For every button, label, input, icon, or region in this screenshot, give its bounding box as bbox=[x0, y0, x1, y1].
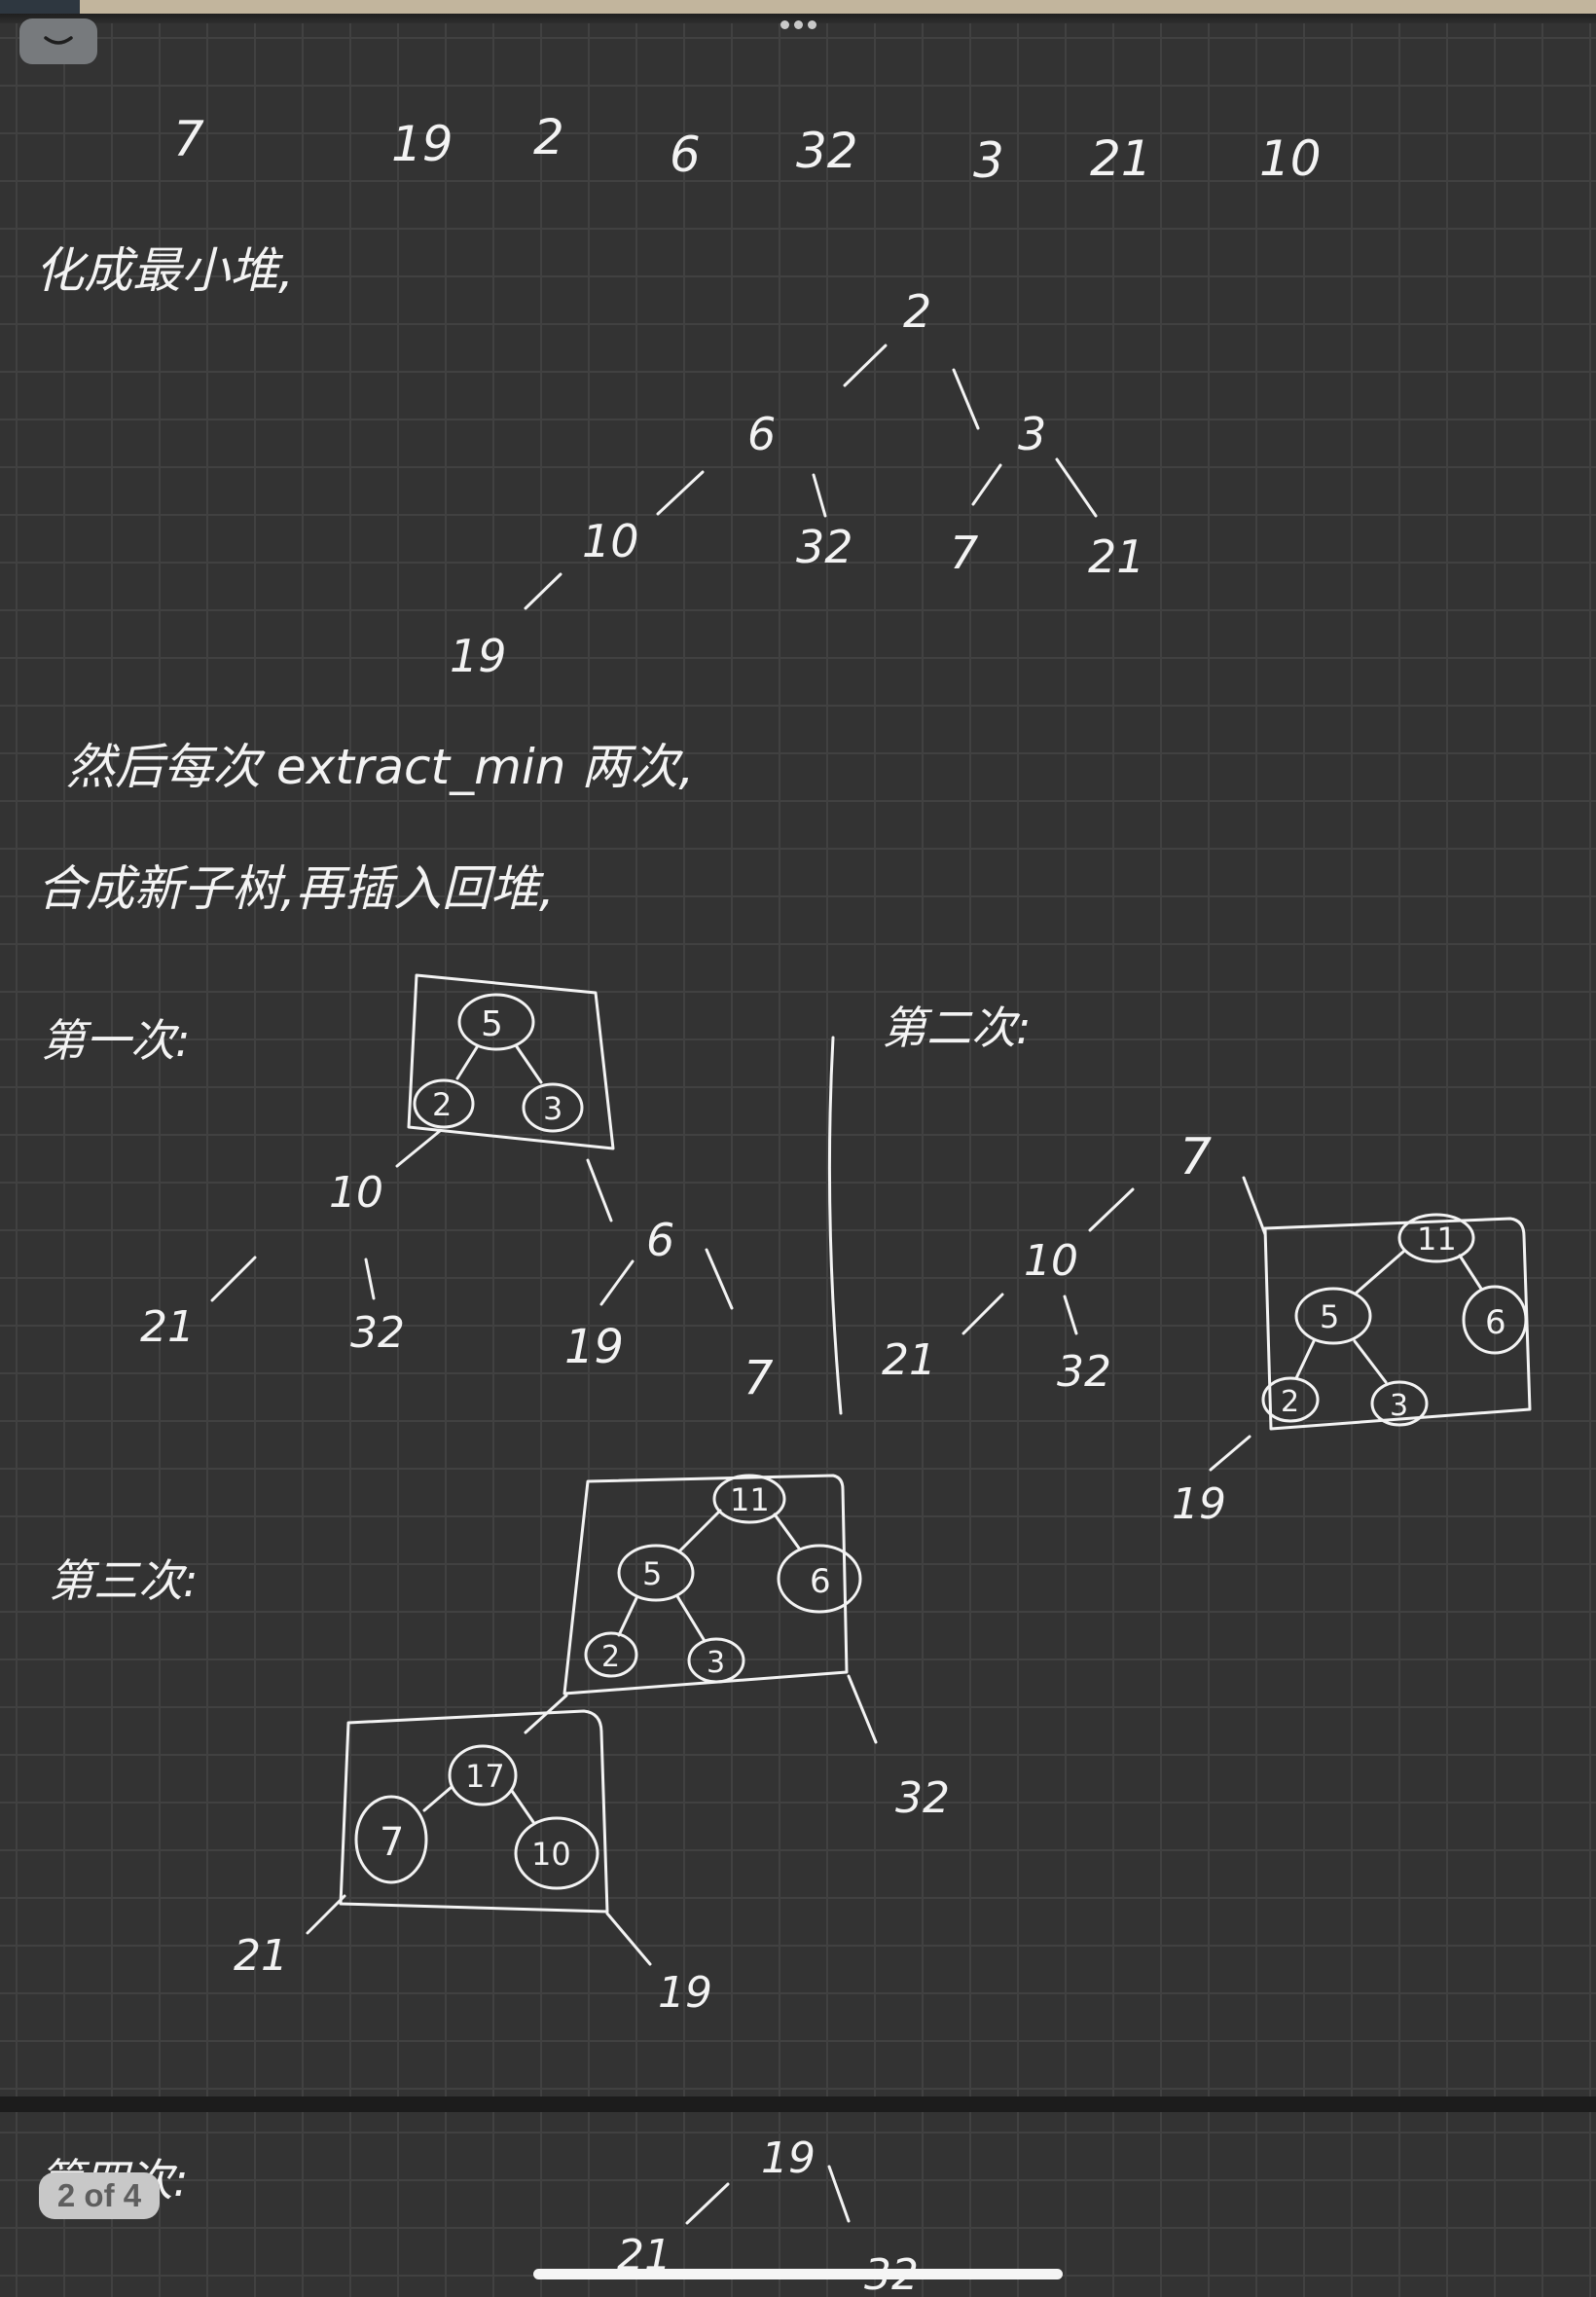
note-page-3 bbox=[0, 2112, 1596, 2297]
more-dots-icon[interactable] bbox=[774, 17, 822, 32]
tree-node: 3 bbox=[1390, 1389, 1408, 1423]
tree-node: 2 bbox=[1281, 1385, 1299, 1419]
tree-node: 10 bbox=[329, 1168, 383, 1218]
heap-node: 2 bbox=[903, 285, 931, 338]
tree-node: 5 bbox=[481, 1004, 503, 1044]
tree-node: 32 bbox=[895, 1773, 950, 1823]
heading-merge: 合成新子树,再插入回堆, bbox=[37, 860, 555, 917]
tree-node: 21 bbox=[140, 1302, 195, 1352]
input-sequence: 7 19 2 6 32 3 21 10 bbox=[173, 109, 1322, 189]
tree-node: 11 bbox=[730, 1481, 770, 1518]
tree-node: 21 bbox=[234, 1931, 288, 1981]
step-2-label: 第二次: bbox=[882, 1002, 1032, 1054]
tree-node: 6 bbox=[810, 1562, 831, 1601]
tree-node: 2 bbox=[432, 1086, 452, 1123]
top-shadow bbox=[0, 14, 1596, 23]
top-strip-left bbox=[0, 0, 80, 14]
step-1: 第一次: 5 2 3 10 6 21 32 19 7 bbox=[41, 973, 774, 1405]
tree-node: 7 bbox=[744, 1351, 774, 1405]
tree-node: 32 bbox=[1057, 1347, 1111, 1397]
seq-item: 3 bbox=[973, 132, 1004, 189]
note-page-2 bbox=[0, 23, 1596, 2096]
step-2: 第二次: 7 10 21 32 11 5 6 2 3 19 bbox=[882, 1002, 1532, 1529]
seq-item: 6 bbox=[670, 127, 701, 183]
home-indicator[interactable] bbox=[533, 2269, 1063, 2279]
step-divider-line bbox=[827, 1036, 843, 1415]
heap-node: 21 bbox=[1088, 530, 1145, 583]
heap-node: 3 bbox=[1018, 408, 1046, 460]
page-divider bbox=[0, 2096, 1596, 2112]
tree-node: 11 bbox=[1417, 1221, 1457, 1258]
seq-item: 32 bbox=[796, 123, 858, 179]
tree-node: 5 bbox=[1320, 1298, 1339, 1335]
seq-item: 10 bbox=[1259, 130, 1322, 187]
step-3: 第三次: 11 5 6 2 3 32 17 7 10 21 19 bbox=[49, 1474, 950, 2018]
tree-node: 17 bbox=[465, 1758, 505, 1795]
tree-node: 21 bbox=[882, 1335, 936, 1385]
step-1-label: 第一次: bbox=[41, 1014, 191, 1067]
tree-node: 3 bbox=[543, 1090, 562, 1127]
tree-node: 10 bbox=[1024, 1236, 1078, 1286]
tree-node: 19 bbox=[658, 1968, 712, 2018]
tree-node: 7 bbox=[1179, 1128, 1212, 1186]
seq-item: 19 bbox=[391, 116, 453, 172]
tree-node: 19 bbox=[761, 2133, 816, 2183]
seq-item: 21 bbox=[1090, 130, 1152, 187]
tree-node: 2 bbox=[601, 1640, 620, 1674]
tree-node: 32 bbox=[350, 1308, 405, 1358]
heap-node: 6 bbox=[747, 408, 776, 460]
tree-node: 5 bbox=[642, 1555, 662, 1592]
chevron-down-icon bbox=[44, 35, 73, 45]
heap-node: 19 bbox=[450, 630, 507, 682]
tree-node: 3 bbox=[707, 1646, 725, 1680]
tree-node: 7 bbox=[380, 1820, 404, 1865]
heading-build-heap: 化成最小堆, bbox=[35, 242, 294, 299]
collapse-button[interactable] bbox=[19, 18, 97, 64]
heap-node: 7 bbox=[950, 527, 978, 579]
heap-node: 32 bbox=[796, 521, 853, 573]
heap-node: 10 bbox=[582, 515, 639, 567]
seq-item: 2 bbox=[533, 109, 564, 165]
tree-node: 19 bbox=[564, 1320, 624, 1374]
seq-item: 7 bbox=[173, 111, 204, 167]
min-heap-tree: 2 6 3 10 32 7 21 19 bbox=[450, 285, 1145, 682]
heading-extract: 然后每次 extract_min 两次, bbox=[66, 739, 694, 795]
tree-node: 6 bbox=[646, 1214, 674, 1266]
tree-node: 19 bbox=[1172, 1479, 1226, 1529]
page-indicator: 2 of 4 bbox=[39, 2172, 160, 2219]
tree-node: 6 bbox=[1485, 1303, 1506, 1342]
tree-node: 10 bbox=[531, 1836, 571, 1873]
step-3-label: 第三次: bbox=[49, 1554, 199, 1607]
top-strip bbox=[0, 0, 1596, 14]
